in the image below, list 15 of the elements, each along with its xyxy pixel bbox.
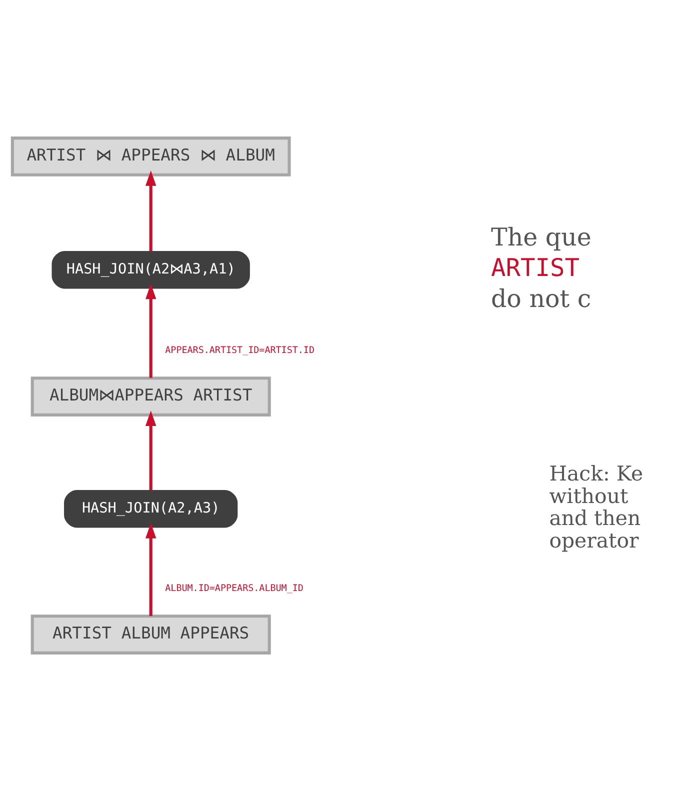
edge-label: APPEARS.ARTIST_ID=ARTIST.ID <box>165 344 314 356</box>
arrow <box>145 170 156 251</box>
label: The que <box>490 222 592 252</box>
label: do not c <box>490 283 592 312</box>
arrow <box>145 410 156 490</box>
label: ARTIST <box>490 252 580 282</box>
arrow <box>145 283 156 378</box>
node-box: HASH_JOIN(A2,A3) <box>64 490 238 528</box>
node-box: ALBUM⋈APPEARS ARTIST <box>30 376 271 416</box>
edge-label: ALBUM.ID=APPEARS.ALBUM_ID <box>165 582 304 594</box>
node-box: ARTIST ALBUM APPEARS <box>30 614 271 654</box>
node-box: HASH_JOIN(A2⋈A3,A1) <box>52 250 250 288</box>
label: Hack: Ke without and then operator <box>549 460 644 552</box>
node-box: ARTIST ⋈ APPEARS ⋈ ALBUM <box>10 136 291 176</box>
arrow <box>145 522 156 616</box>
